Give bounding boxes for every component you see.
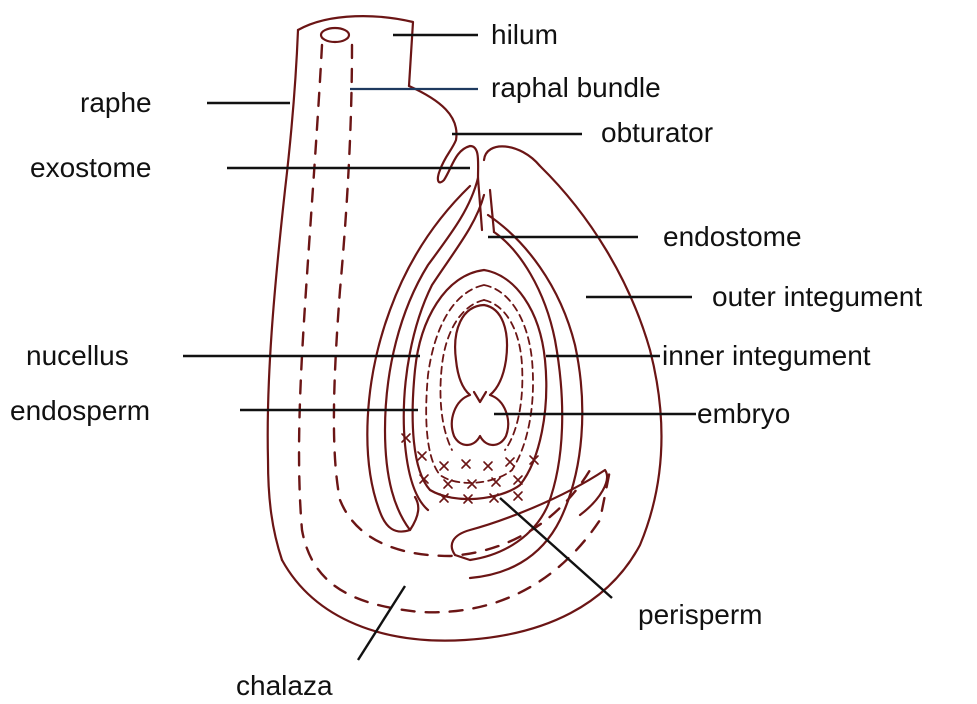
label-endostome: endostome	[663, 221, 802, 252]
label-hilum: hilum	[491, 19, 558, 50]
label-inner-integument: inner integument	[662, 340, 871, 371]
leader-chalaza	[358, 586, 405, 660]
label-outer-integument: outer integument	[712, 281, 922, 312]
embryo-shape	[452, 305, 508, 445]
label-embryo: embryo	[697, 398, 790, 429]
nucellus	[413, 270, 547, 499]
label-raphal-bundle: raphal bundle	[491, 72, 661, 103]
label-nucellus: nucellus	[26, 340, 129, 371]
label-perisperm: perisperm	[638, 599, 762, 630]
label-chalaza: chalaza	[236, 670, 333, 701]
outer-integument-right	[282, 146, 661, 640]
label-raphe: raphe	[80, 87, 152, 118]
hilum-opening	[321, 28, 349, 42]
label-obturator: obturator	[601, 117, 713, 148]
seed-outline	[268, 16, 662, 641]
hilum-cap	[298, 16, 413, 86]
raphal-bundle	[299, 45, 610, 612]
label-exostome: exostome	[30, 152, 151, 183]
raphe-outline	[268, 30, 298, 560]
labels: hilum raphal bundle obturator raphe exos…	[10, 19, 922, 701]
label-endosperm: endosperm	[10, 395, 150, 426]
